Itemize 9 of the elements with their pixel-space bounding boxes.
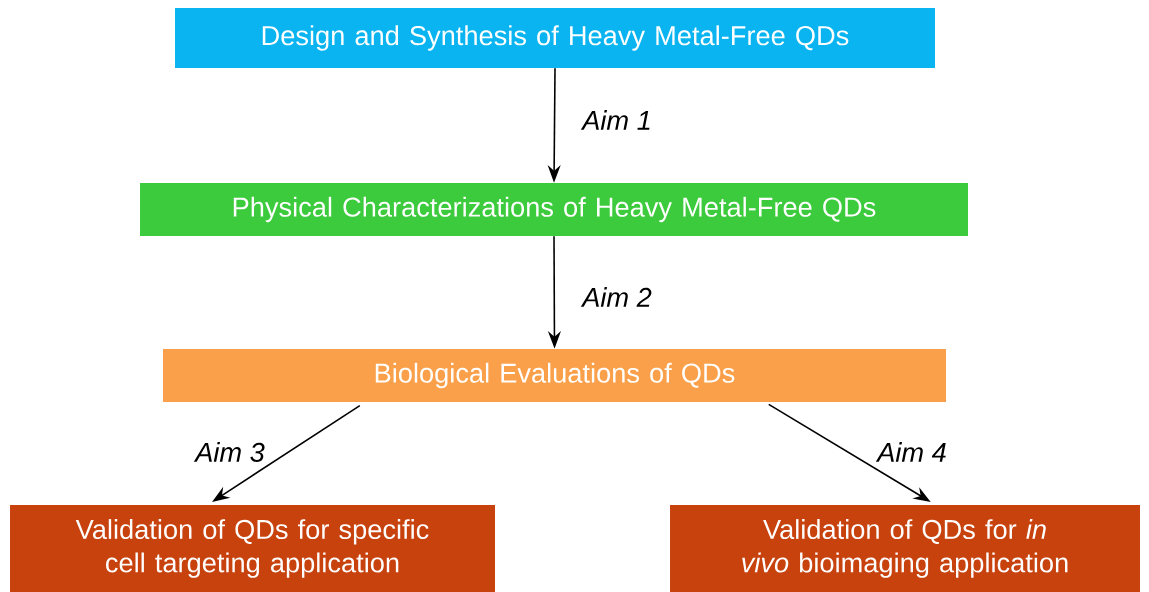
process-box: Validation of QDs for in vivo bioimaging application — [670, 505, 1140, 592]
edge-label: Aim 3 — [193, 440, 267, 464]
process-box: Physical Characterizations of Heavy Metal-Free QDs — [140, 183, 968, 236]
process-box: Design and Synthesis of Heavy Metal-Free QDs — [175, 8, 935, 68]
edge-label: Aim 1 — [580, 108, 654, 132]
process-box: Validation of QDs for specific cell targeting application — [10, 505, 495, 592]
edge-label: Aim 4 — [875, 440, 949, 464]
process-box: Biological Evaluations of QDs — [163, 349, 946, 402]
edge-label: Aim 2 — [580, 285, 654, 309]
